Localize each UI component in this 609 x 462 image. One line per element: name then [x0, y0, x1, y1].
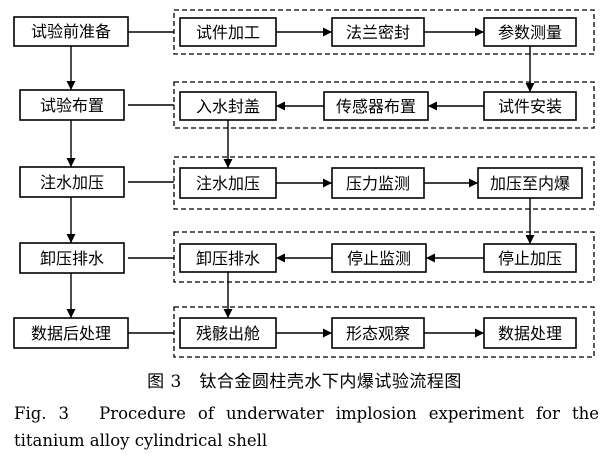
node-specimen-install: 试件安装: [483, 91, 577, 121]
node-label: 参数测量: [498, 23, 562, 42]
row-3: 注水加压 压力监测 加压至内爆: [179, 167, 583, 199]
flowchart: 试验前准备 试验布置 注水加压 卸压排水 数据后处理 试件加工 法兰密封: [13, 9, 595, 358]
node-label: 形态观察: [346, 324, 410, 343]
step-box-drain: 卸压排水: [19, 242, 125, 274]
step-box-prep: 试验前准备: [13, 16, 129, 47]
node-parameter-measurement: 参数测量: [483, 17, 577, 47]
node-label: 传感器布置: [336, 97, 416, 116]
node-pressurize-to-implosion: 加压至内爆: [477, 167, 583, 199]
step-label: 试验前准备: [31, 22, 111, 41]
row-2: 入水封盖 传感器布置 试件安装: [179, 91, 577, 121]
node-stop-monitoring: 停止监测: [331, 243, 427, 273]
node-label: 试件安装: [498, 97, 562, 116]
step-box-postprocess: 数据后处理: [13, 317, 129, 349]
row-4: 卸压排水 停止监测 停止加压: [179, 243, 577, 273]
node-submerge-cap: 入水封盖: [179, 91, 277, 121]
figure-caption-chinese: 图 3 钛合金圆柱壳水下内爆试验流程图: [147, 372, 462, 392]
node-sensor-layout: 传感器布置: [323, 91, 429, 121]
node-depressurize-drain: 卸压排水: [179, 243, 277, 273]
node-morphology-observation: 形态观察: [331, 317, 425, 349]
node-debris-removal: 残骸出舱: [179, 317, 277, 349]
group-frame-row4: [173, 231, 595, 283]
node-label: 停止监测: [347, 249, 411, 268]
node-label: 入水封盖: [196, 97, 260, 116]
left-column: 试验前准备 试验布置 注水加压 卸压排水 数据后处理: [13, 16, 129, 349]
step-label: 卸压排水: [40, 249, 104, 268]
node-label: 压力监测: [346, 174, 410, 193]
group-frame-row5: [173, 306, 595, 358]
step-box-setup: 试验布置: [19, 89, 125, 121]
node-fill-pressurize: 注水加压: [179, 167, 277, 199]
step-label: 数据后处理: [31, 324, 111, 343]
node-stop-pressurizing: 停止加压: [483, 243, 577, 273]
node-pressure-monitoring: 压力监测: [331, 167, 425, 199]
node-flange-sealing: 法兰密封: [331, 17, 425, 47]
step-box-fill: 注水加压: [19, 166, 125, 198]
node-specimen-machining: 试件加工: [179, 17, 277, 47]
group-frame-row3: [173, 156, 595, 210]
row-5: 残骸出舱 形态观察 数据处理: [179, 317, 577, 349]
row-1: 试件加工 法兰密封 参数测量: [179, 17, 577, 47]
node-label: 卸压排水: [196, 249, 260, 268]
figure-caption-english: Fig. 3 Procedure of underwater implosion…: [14, 404, 599, 450]
node-data-processing: 数据处理: [483, 317, 577, 349]
node-label: 残骸出舱: [196, 324, 260, 343]
step-label: 试验布置: [40, 96, 104, 115]
node-label: 试件加工: [196, 23, 260, 42]
node-label: 注水加压: [196, 174, 260, 193]
node-label: 数据处理: [498, 324, 562, 343]
step-label: 注水加压: [40, 173, 104, 192]
edges: [66, 27, 535, 338]
node-label: 法兰密封: [346, 23, 410, 42]
node-label: 停止加压: [498, 249, 562, 268]
node-label: 加压至内爆: [490, 174, 570, 193]
